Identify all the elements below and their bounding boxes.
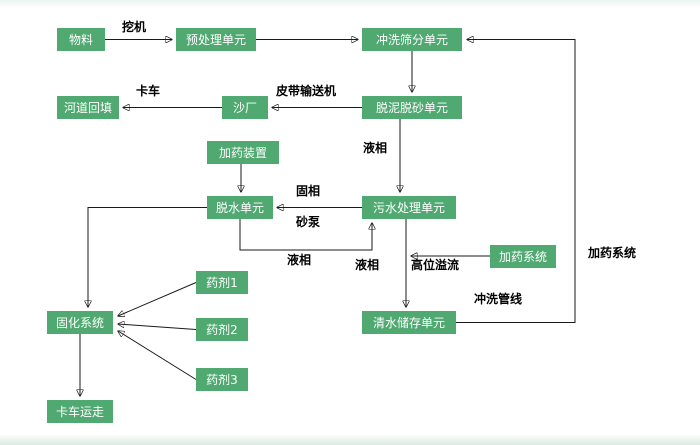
edge-cleanwater-loop-to-washing [456, 40, 576, 323]
edge-agent2-to-solidification [118, 324, 197, 330]
node-dewatering-unit: 脱水单元 [207, 196, 273, 219]
top-edge-band [0, 0, 700, 8]
label-liquid-phase-2: 液相 [287, 253, 312, 267]
node-agent-1: 药剂1 [196, 271, 248, 294]
node-washing-screening-unit: 冲洗筛分单元 [362, 28, 462, 51]
edge-dewatering-to-solidification [88, 207, 207, 308]
node-pretreatment-unit: 预处理单元 [176, 28, 256, 51]
edge-dewatering-return-to-sewage [239, 219, 372, 251]
label-truck: 卡车 [136, 84, 161, 98]
node-sand-plant: 沙厂 [222, 96, 268, 119]
label-washing-pipeline: 冲洗管线 [474, 292, 523, 306]
bottom-edge-band [0, 434, 700, 445]
label-liquid-phase-1: 液相 [363, 141, 388, 155]
node-sewage-treatment-unit: 污水处理单元 [362, 196, 456, 219]
label-liquid-phase-3: 液相 [355, 258, 380, 272]
label-solid-phase: 固相 [296, 184, 321, 198]
node-agent-2: 药剂2 [196, 318, 248, 341]
label-belt-conveyor: 皮带输送机 [276, 84, 337, 98]
node-river-backfill: 河道回填 [57, 96, 119, 119]
edge-agent1-to-solidification [118, 282, 197, 317]
label-high-level-overflow: 高位溢流 [411, 258, 460, 272]
node-dosing-device: 加药装置 [207, 141, 279, 164]
node-solidification-system: 固化系统 [47, 311, 113, 334]
label-sand-pump: 砂泵 [296, 215, 321, 229]
label-dosing-system: 加药系统 [588, 246, 637, 260]
node-desliming-desanding-unit: 脱泥脱砂单元 [362, 96, 462, 119]
node-dosing-system: 加药系统 [490, 245, 556, 268]
node-clean-water-storage-unit: 清水储存单元 [362, 311, 456, 334]
node-truck-away: 卡车运走 [47, 400, 113, 423]
edge-agent3-to-solidification [118, 331, 197, 380]
label-excavator: 挖机 [122, 20, 147, 34]
node-material: 物料 [57, 28, 105, 51]
node-agent-3: 药剂3 [196, 368, 248, 391]
